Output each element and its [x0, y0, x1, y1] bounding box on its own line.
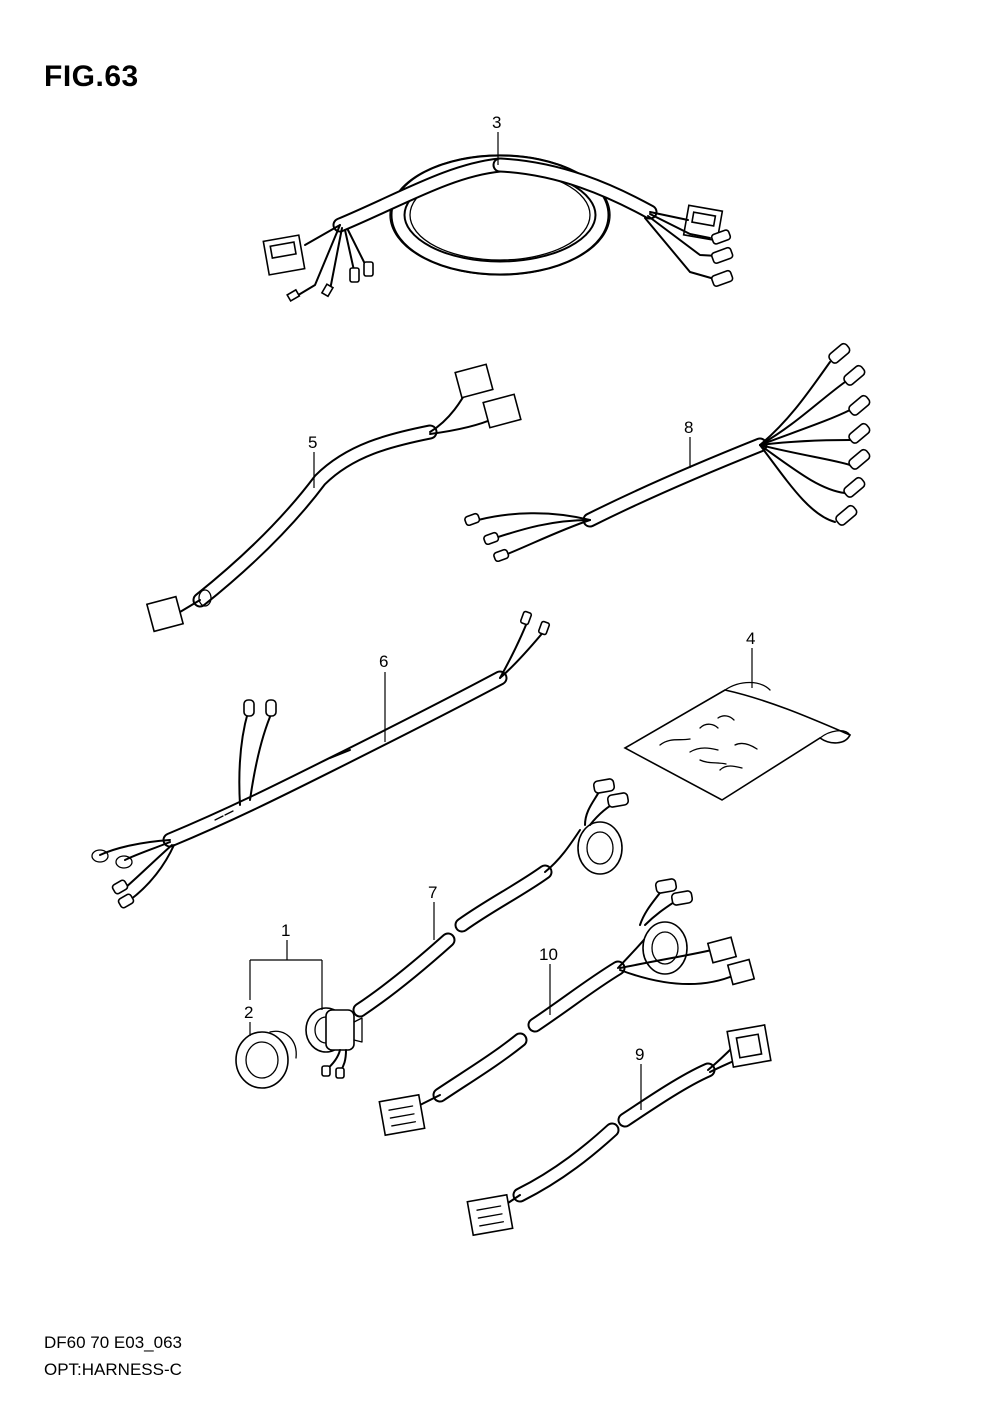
part-2-socket-cap[interactable] — [235, 1030, 297, 1089]
callout-2: 2 — [244, 1003, 253, 1022]
figure-title: FIG.63 — [44, 60, 139, 93]
callout-7: 7 — [428, 883, 437, 902]
part-5-harness[interactable] — [145, 363, 522, 633]
part-6-harness[interactable] — [91, 610, 551, 909]
part-7-harness[interactable] — [352, 778, 630, 1018]
part-1-socket-assembly[interactable] — [305, 1007, 363, 1079]
callout-10: 10 — [539, 945, 558, 964]
part-9-harness[interactable] — [466, 1024, 772, 1237]
part-8-harness[interactable] — [464, 342, 871, 563]
callout-1: 1 — [281, 921, 290, 940]
part-3-harness[interactable] — [262, 154, 734, 303]
callout-5: 5 — [308, 433, 317, 452]
callout-3: 3 — [492, 113, 501, 132]
callout-6: 6 — [379, 652, 388, 671]
part-10-harness[interactable] — [378, 878, 756, 1137]
callout-9: 9 — [635, 1045, 644, 1064]
callout-4: 4 — [746, 629, 755, 648]
figure-name: OPT:HARNESS-C — [44, 1360, 182, 1379]
callout-8: 8 — [684, 418, 693, 437]
part-4-bag[interactable] — [623, 681, 852, 801]
figure-code: DF60 70 E03_063 — [44, 1333, 182, 1352]
